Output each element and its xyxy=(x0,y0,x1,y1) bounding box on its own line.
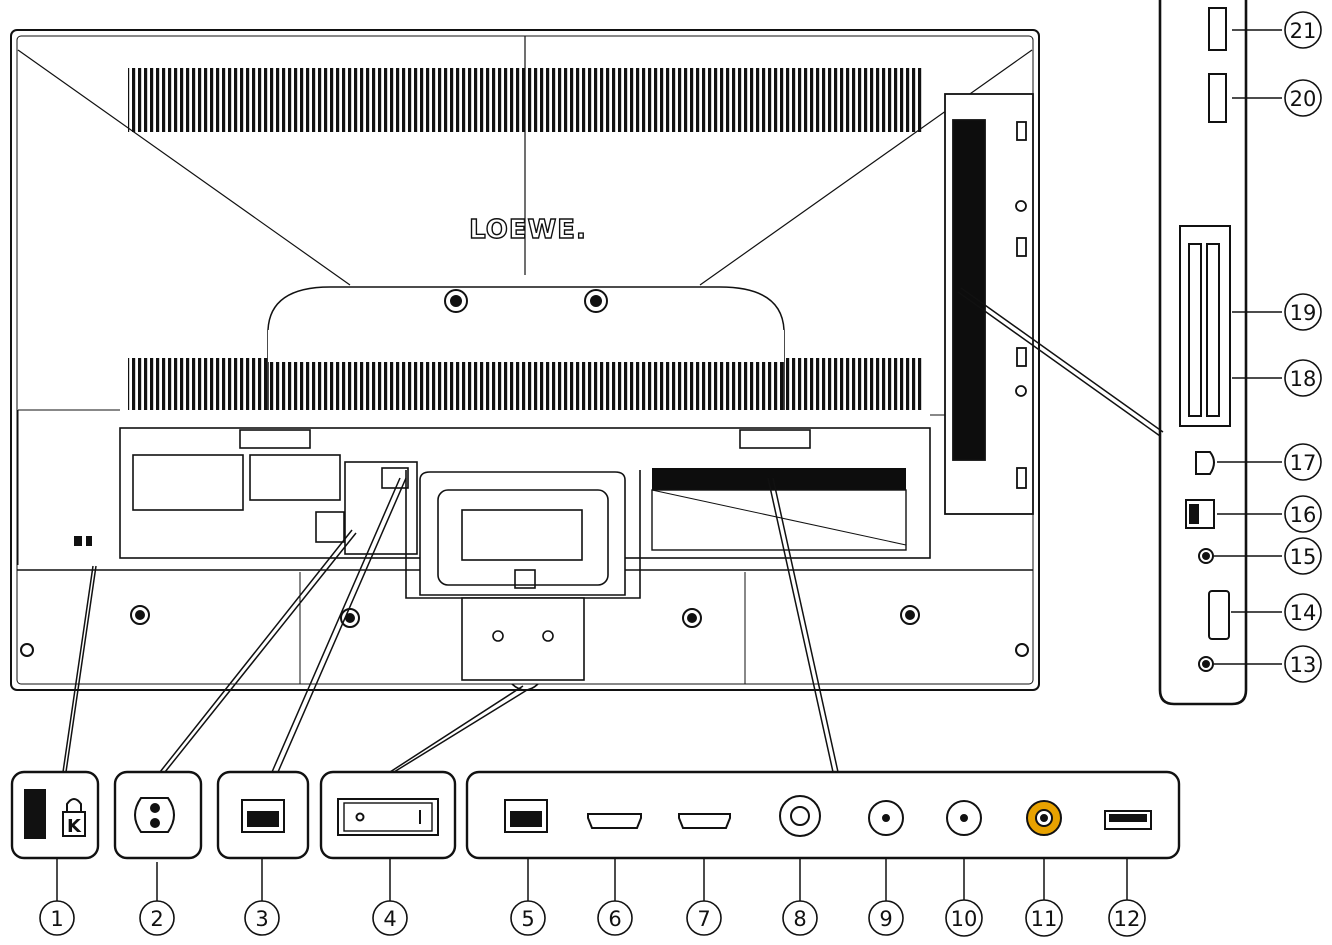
svg-text:20: 20 xyxy=(1290,87,1317,111)
callout-labels: 1 2 3 4 5 6 7 8 9 10 11 12 13 14 15 16 1… xyxy=(39,11,1322,937)
callout-3: 3 xyxy=(244,900,280,936)
callout-11: 11 xyxy=(1025,899,1063,937)
callout-13: 13 xyxy=(1284,645,1322,683)
rear-port-strip xyxy=(652,468,906,490)
callout-7: 7 xyxy=(686,900,722,936)
svg-text:3: 3 xyxy=(255,907,268,931)
svg-text:18: 18 xyxy=(1290,367,1317,391)
svg-text:K: K xyxy=(67,816,82,837)
side-ports xyxy=(1179,7,1231,672)
callout-15: 15 xyxy=(1284,537,1322,575)
svg-text:13: 13 xyxy=(1290,653,1317,677)
callout-12: 12 xyxy=(1108,899,1146,937)
callout-16: 16 xyxy=(1284,495,1322,533)
bottom-connector-icons: K xyxy=(24,789,1152,839)
svg-text:6: 6 xyxy=(608,907,621,931)
callout-21: 21 xyxy=(1284,11,1322,49)
hdmi-port-icon xyxy=(587,813,642,829)
ci-slot-right xyxy=(1206,243,1220,417)
svg-text:17: 17 xyxy=(1290,451,1317,475)
brand-logo: LOEWE. xyxy=(469,215,587,245)
callout-2: 2 xyxy=(139,900,175,936)
svg-text:2: 2 xyxy=(150,907,163,931)
callout-9: 9 xyxy=(868,900,904,936)
box-5-12 xyxy=(465,770,1181,860)
callout-8: 8 xyxy=(782,900,818,936)
side-panel-detail xyxy=(1158,0,1248,706)
callout-18: 18 xyxy=(1284,359,1322,397)
lower-vent-grille xyxy=(128,358,924,410)
svg-text:4: 4 xyxy=(383,907,396,931)
svg-text:15: 15 xyxy=(1290,545,1317,569)
svg-text:7: 7 xyxy=(697,907,710,931)
leader-lines xyxy=(56,29,1282,902)
svg-text:8: 8 xyxy=(793,907,806,931)
svg-text:11: 11 xyxy=(1031,907,1058,931)
hdmi-port-icon xyxy=(678,813,731,829)
callout-14: 14 xyxy=(1284,593,1322,631)
svg-text:1: 1 xyxy=(50,907,63,931)
power-socket-icon xyxy=(134,797,175,833)
tv-side-port-panel xyxy=(944,93,1034,515)
hdmi-port-14 xyxy=(1208,590,1230,640)
svg-text:19: 19 xyxy=(1290,301,1317,325)
svg-text:16: 16 xyxy=(1290,503,1317,527)
svg-text:14: 14 xyxy=(1290,601,1317,625)
kensington-lock-icon xyxy=(24,789,46,839)
svg-text:9: 9 xyxy=(879,907,892,931)
svg-text:21: 21 xyxy=(1290,19,1317,43)
callout-20: 20 xyxy=(1284,79,1322,117)
callout-17: 17 xyxy=(1284,443,1322,481)
svg-text:10: 10 xyxy=(951,907,978,931)
callout-4: 4 xyxy=(372,900,408,936)
callout-10: 10 xyxy=(945,899,983,937)
callout-19: 19 xyxy=(1284,293,1322,331)
svg-text:5: 5 xyxy=(521,907,534,931)
ci-slot-left xyxy=(1188,243,1202,417)
mini-usb-port xyxy=(1195,451,1215,475)
callout-6: 6 xyxy=(597,900,633,936)
rear-connection-bay xyxy=(119,427,931,691)
usb-port-21 xyxy=(1208,7,1227,51)
ci-slot xyxy=(1179,225,1231,427)
svg-text:12: 12 xyxy=(1114,907,1141,931)
upper-vent-grille xyxy=(128,68,924,132)
usb-port-20 xyxy=(1208,73,1227,123)
callout-5: 5 xyxy=(510,900,546,936)
callout-1: 1 xyxy=(39,900,75,936)
